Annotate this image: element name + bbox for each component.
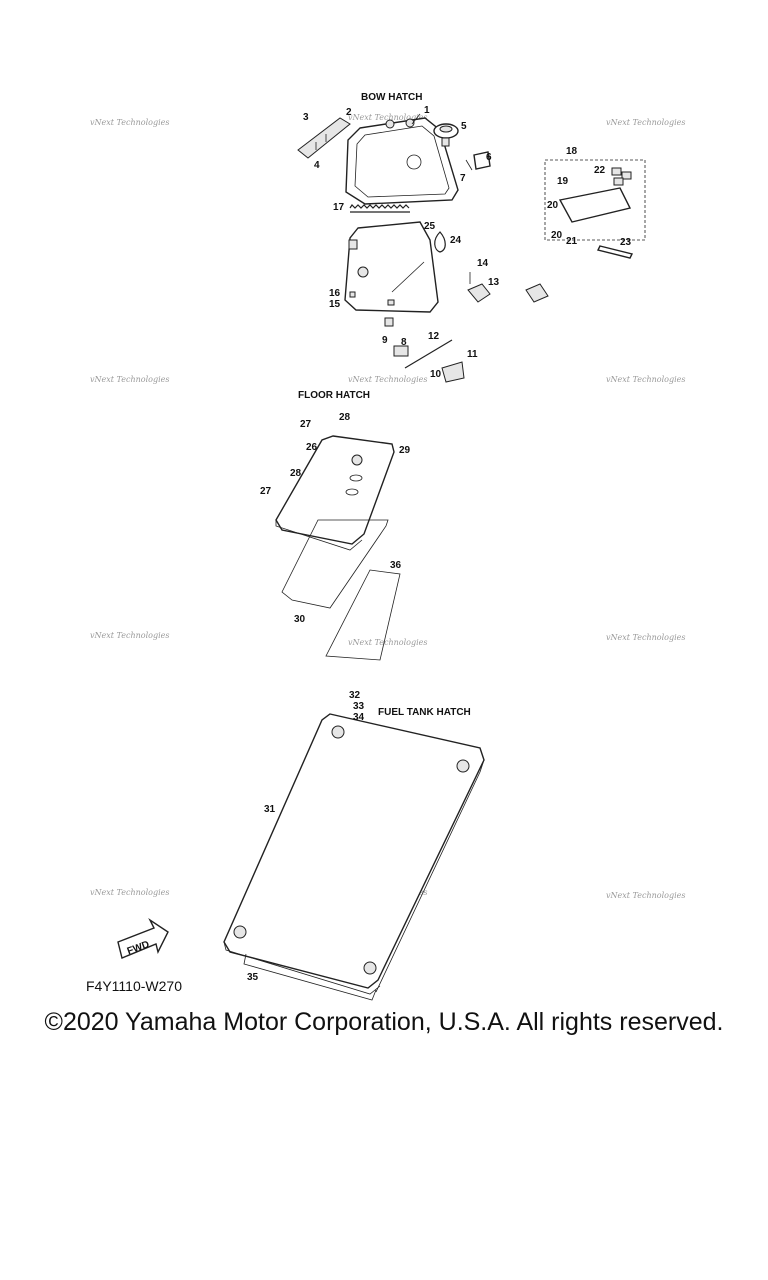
- bow-hatch-lid: [345, 117, 459, 205]
- part-label-6: 6: [486, 152, 492, 163]
- fuel-tank-hatch-labels: 32 33 34 31 35: [247, 690, 365, 983]
- part-label-13: 13: [488, 277, 500, 288]
- fwd-arrow-icon: FWD: [117, 917, 169, 959]
- floor-hatch-title: FLOOR HATCH: [298, 390, 370, 401]
- storage-tray: [544, 159, 646, 241]
- clamp-right: [525, 283, 549, 303]
- watermark-4: vNext Technologies: [90, 375, 169, 384]
- part-label-20b: 20: [551, 230, 563, 241]
- part-label-10: 10: [430, 369, 442, 380]
- part-label-5: 5: [461, 121, 467, 132]
- fuel-tank-hatch-title: FUEL TANK HATCH: [378, 707, 471, 718]
- bow-hatch-hinge: [297, 117, 351, 159]
- part-label-2: 2: [346, 107, 352, 118]
- watermark-7: vNext Technologies: [90, 631, 169, 640]
- watermark-9: vNext Technologies: [606, 633, 685, 642]
- part-label-29: 29: [399, 445, 411, 456]
- part-label-15: 15: [329, 299, 341, 310]
- part-label-25: 25: [424, 221, 436, 232]
- part-label-28a: 28: [339, 412, 351, 423]
- part-label-31: 31: [264, 804, 276, 815]
- watermark-1: vNext Technologies: [90, 118, 169, 127]
- floor-hatch-mesh: [325, 569, 401, 661]
- seal-strip: [349, 204, 410, 213]
- floor-hatch-labels: 27 28 26 29 28 27 36 30: [260, 412, 411, 625]
- watermark-2: vNext Technologies: [606, 118, 685, 127]
- part-label-8: 8: [401, 337, 407, 348]
- part-label-12: 12: [428, 331, 440, 342]
- part-label-27b: 27: [260, 486, 272, 497]
- part-label-22: 22: [594, 165, 606, 176]
- part-label-35: 35: [247, 972, 259, 983]
- part-label-32: 32: [349, 690, 361, 701]
- part-label-26: 26: [306, 442, 318, 453]
- bumper-top: [348, 239, 358, 250]
- small-bracket: [465, 151, 491, 171]
- part-label-7: 7: [460, 173, 466, 184]
- part-label-34: 34: [353, 712, 365, 723]
- watermark-10: vNext Technologies: [90, 888, 169, 897]
- watermark-12: vNext Technologies: [606, 891, 685, 900]
- part-label-11: 11: [467, 349, 478, 360]
- watermark-6: vNext Technologies: [606, 375, 685, 384]
- tether-loop: [434, 231, 446, 253]
- part-label-23: 23: [620, 237, 632, 248]
- strap: [596, 245, 634, 259]
- bumper-bottom: [384, 317, 394, 327]
- floor-hatch-gasket: [281, 519, 389, 609]
- part-label-33: 33: [353, 701, 365, 712]
- part-label-3: 3: [303, 112, 309, 123]
- part-label-17: 17: [333, 202, 345, 213]
- part-label-20a: 20: [547, 200, 559, 211]
- watermark-3: vNext Technologies: [348, 113, 427, 122]
- fuel-tank-hatch-gasket: [243, 953, 377, 1001]
- watermark-8: vNext Technologies: [348, 638, 427, 647]
- bow-hatch-title: BOW HATCH: [361, 92, 422, 103]
- part-label-21: 21: [566, 236, 578, 247]
- copyright-text: ©2020 Yamaha Motor Corporation, U.S.A. A…: [44, 1008, 724, 1036]
- part-label-18: 18: [566, 146, 578, 157]
- gas-strut: [393, 339, 465, 383]
- floor-hatch-panel: [275, 435, 395, 551]
- fuel-tank-hatch-lid: [223, 713, 485, 995]
- part-label-14: 14: [477, 258, 489, 269]
- part-label-16: 16: [329, 288, 341, 299]
- latch-knob: [433, 123, 459, 147]
- watermark-5: vNext Technologies: [348, 375, 427, 384]
- part-label-4: 4: [314, 160, 320, 171]
- part-label-27a: 27: [300, 419, 312, 430]
- part-label-24: 24: [450, 235, 462, 246]
- part-label-9: 9: [382, 335, 388, 346]
- part-label-36: 36: [390, 560, 402, 571]
- diagram-code: F4Y1110-W270: [86, 978, 182, 994]
- bow-hatch-labels: 1 2 3 4 5 6 7 8 9 10 11 12 13 14 15 16 1…: [303, 105, 632, 380]
- bow-hatch-inner-liner: [344, 221, 439, 313]
- clamp-left: [467, 272, 491, 303]
- part-label-28b: 28: [290, 468, 302, 479]
- part-label-19: 19: [557, 176, 569, 187]
- part-label-30: 30: [294, 614, 306, 625]
- part-label-1: 1: [424, 105, 430, 116]
